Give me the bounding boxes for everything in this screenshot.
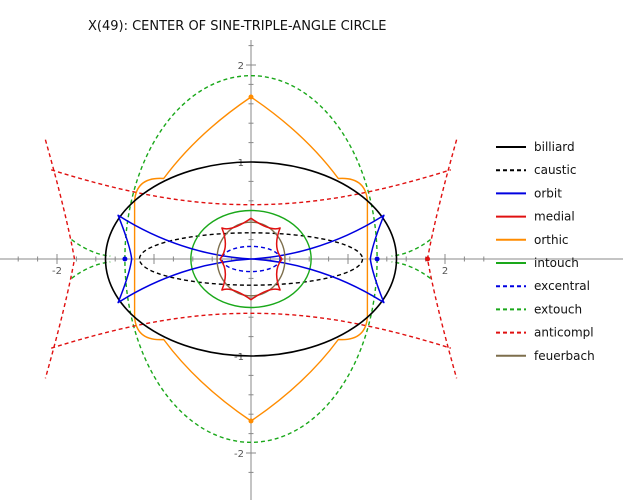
anticompl-upper-arc — [50, 169, 452, 206]
legend-item-billiard: billiard — [496, 140, 575, 154]
legend-item-feuerbach: feuerbach — [496, 349, 595, 363]
orbit-left-loop — [117, 214, 252, 304]
orbit-vertex-marker — [122, 256, 128, 262]
x-tick-label: -2 — [52, 266, 62, 277]
orthic-vertex-marker — [248, 418, 254, 424]
orbit-right-loop — [250, 214, 385, 304]
legend-item-excentral: excentral — [496, 279, 590, 293]
anticompl-left-cusp — [44, 139, 76, 379]
anticompl-lower-arc — [50, 312, 452, 349]
legend-label: feuerbach — [534, 349, 595, 363]
curves — [44, 74, 458, 444]
extouch-fragment-left-lower — [71, 261, 111, 279]
y-tick-label: -1 — [234, 352, 244, 363]
anticompl-vertex-marker — [425, 256, 431, 262]
y-tick-label: 1 — [238, 158, 244, 169]
medial-curve — [219, 217, 283, 301]
diagram-title: X(49): CENTER OF SINE-TRIPLE-ANGLE CIRCL… — [88, 19, 386, 34]
legend-item-medial: medial — [496, 210, 575, 224]
caustic-ellipse — [138, 232, 364, 286]
legend-label: orthic — [534, 233, 569, 247]
legend-label: anticompl — [534, 326, 594, 340]
legend-item-orthic: orthic — [496, 233, 569, 247]
legend-label: extouch — [534, 302, 582, 316]
legend-label: caustic — [534, 163, 576, 177]
extouch-fragment-right-lower — [391, 261, 431, 279]
billiard-ellipse — [104, 161, 398, 357]
legend-item-intouch: intouch — [496, 256, 579, 270]
legend-label: excentral — [534, 279, 590, 293]
excentral-ellipse — [221, 245, 281, 273]
legend-label: medial — [534, 210, 575, 224]
legend-item-caustic: caustic — [496, 163, 576, 177]
legend: billiard caustic orbit medial orthic intouch e… — [496, 140, 595, 363]
y-tick-label: 2 — [238, 61, 244, 72]
legend-label: billiard — [534, 140, 575, 154]
extouch-fragment-left-upper — [71, 239, 111, 257]
feuerbach-ellipse — [216, 221, 286, 297]
orthic-vertex-marker — [248, 94, 254, 100]
y-tick-label: -2 — [234, 449, 244, 460]
extouch-fragment-right-upper — [391, 239, 431, 257]
legend-item-extouch: extouch — [496, 302, 582, 316]
intouch-ellipse — [190, 209, 312, 309]
legend-item-orbit: orbit — [496, 186, 562, 200]
legend-label: orbit — [534, 186, 562, 200]
legend-label: intouch — [534, 256, 579, 270]
orbit-vertex-marker — [374, 256, 380, 262]
legend-item-anticompl: anticompl — [496, 326, 594, 340]
x-tick-label: 2 — [442, 266, 448, 277]
